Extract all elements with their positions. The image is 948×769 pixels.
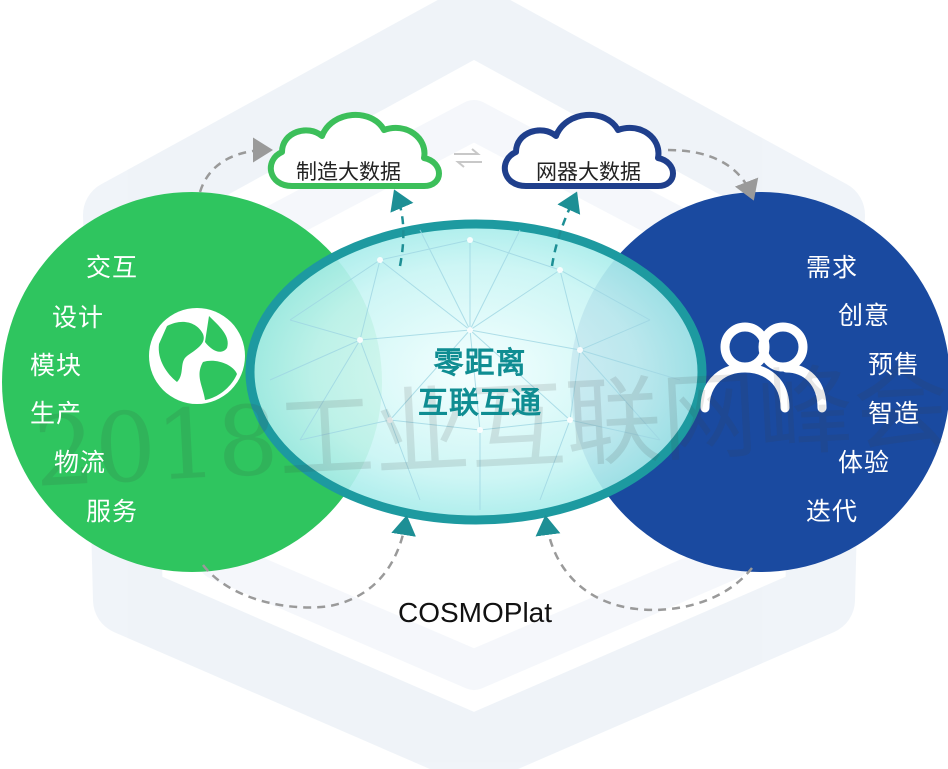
right-item-demand: 需求 xyxy=(806,253,859,282)
exchange-arrows-icon xyxy=(454,148,482,168)
center-title-line2: 互联互通 xyxy=(418,386,542,421)
flow-arrows xyxy=(198,137,759,612)
left-item-module: 模块 xyxy=(30,351,83,380)
arrow-center-right-up xyxy=(550,191,581,267)
left-item-interaction: 交互 xyxy=(86,253,139,282)
left-item-production: 生产 xyxy=(30,399,83,428)
center-title-line1: 零距离 xyxy=(433,346,527,381)
cloud-manufacturing xyxy=(267,112,442,189)
right-item-iteration: 迭代 xyxy=(806,497,859,526)
arrow-bottom-right xyxy=(535,515,753,612)
cloud-network-label: 网器大数据 xyxy=(536,160,641,184)
cloud-network xyxy=(501,112,676,189)
platform-name: COSMOPlat xyxy=(398,597,553,628)
users-icon xyxy=(700,322,827,413)
left-item-service: 服务 xyxy=(86,497,139,526)
arrow-center-left-up xyxy=(390,189,414,267)
arrow-right-top xyxy=(667,148,759,201)
right-item-smart-manufacturing: 智造 xyxy=(868,399,921,428)
left-item-design: 设计 xyxy=(52,303,105,332)
center-ellipse xyxy=(245,219,707,525)
right-item-experience: 体验 xyxy=(838,448,891,477)
globe-icon xyxy=(149,308,245,404)
left-item-logistics: 物流 xyxy=(54,448,107,477)
right-item-creativity: 创意 xyxy=(838,301,891,330)
right-item-presale: 预售 xyxy=(868,350,921,379)
arrow-left-top xyxy=(198,137,273,193)
cloud-manufacturing-label: 制造大数据 xyxy=(296,160,401,184)
